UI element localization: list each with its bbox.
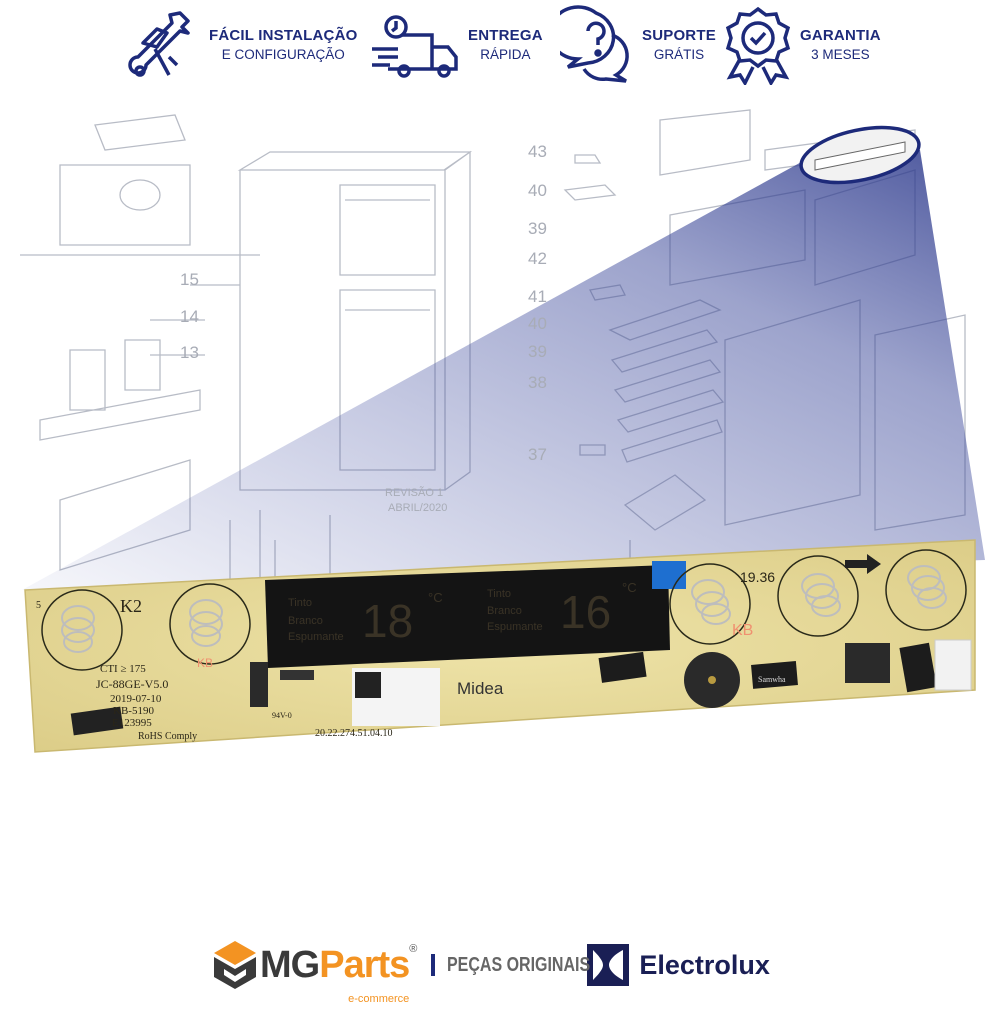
- mgparts-hexagon-icon: [214, 941, 256, 989]
- display-unit: °C: [622, 580, 637, 595]
- header-pins: [280, 670, 314, 680]
- tagline: PEÇAS ORIGINAIS: [447, 953, 591, 976]
- buzzer-center: [708, 676, 716, 684]
- badge-line1: ENTREGA: [468, 27, 543, 44]
- diagram-date: ABRIL/2020: [388, 502, 447, 514]
- electrolux-logo: Electrolux: [587, 944, 770, 986]
- part-number: 14: [180, 307, 199, 326]
- display-label: Branco: [487, 605, 522, 617]
- mg-text: MG: [260, 944, 320, 986]
- arrow-mark: [845, 554, 881, 574]
- part-code: 20.22.274.51.04.10: [315, 728, 393, 739]
- badge-delivery: ENTREGA RÁPIDA: [368, 0, 543, 90]
- handwritten-mark: K2: [120, 596, 142, 616]
- badge-line2: E CONFIGURAÇÃO: [221, 47, 345, 62]
- product-illustration: 15 14 13 43 40 39 42 41 40 39 38 37 REVI…: [20, 109, 985, 753]
- part-number: 39: [528, 219, 547, 238]
- badge-support: SUPORTE GRÁTIS: [560, 0, 716, 90]
- midea-logo: Midea: [457, 679, 504, 698]
- display-label: Branco: [288, 615, 323, 627]
- board-mark-5: 5: [36, 600, 41, 611]
- silk-text: CTI ≥ 175: [100, 663, 146, 675]
- qr-code: [355, 672, 381, 698]
- part-number: 41: [528, 287, 547, 306]
- registered-mark: ®: [409, 943, 418, 955]
- part-number: 15: [180, 270, 199, 289]
- display-label: Tinto: [288, 597, 312, 609]
- badge-line1: GARANTIA: [800, 27, 881, 44]
- touch-buttons: [41, 549, 967, 671]
- feature-badges: FÁCIL INSTALAÇÃO E CONFIGURAÇÃO ENTREGA RÁ…: [120, 0, 881, 90]
- silk-text: KB-5190: [113, 705, 154, 717]
- zoom-beam: [22, 150, 985, 590]
- silk-text: RoHS Comply: [138, 731, 197, 742]
- part-number: 40: [528, 181, 547, 200]
- part-number: 43: [528, 142, 547, 161]
- question-chat-icon: [560, 5, 629, 83]
- capacitor: [751, 661, 798, 689]
- capacitor: [899, 642, 937, 693]
- badge-line1: FÁCIL INSTALAÇÃO: [209, 27, 358, 44]
- spring-contacts: [61, 565, 947, 653]
- capacitor: [70, 706, 124, 736]
- kb-mark: KB: [197, 656, 213, 670]
- delivery-truck-icon: [372, 15, 458, 78]
- part-number: 39: [528, 342, 547, 361]
- diagram-revision: REVISÃO 1: [385, 486, 443, 499]
- footer-brands: MGParts e-commerce ® PEÇAS ORIGINAIS Elec…: [210, 935, 800, 1005]
- capacitor: [598, 651, 647, 683]
- badge-warranty: GARANTIA 3 MESES: [720, 0, 881, 90]
- display-unit: °C: [428, 590, 443, 605]
- display-label: Espumante: [487, 621, 543, 633]
- wrench-hand-icon: [128, 11, 190, 77]
- badge-line2: 3 MESES: [811, 47, 870, 62]
- silk-text: 2019-07-10: [110, 693, 162, 705]
- badge-line2: RÁPIDA: [480, 47, 531, 62]
- display-label: Tinto: [487, 588, 511, 600]
- regulator: [845, 643, 890, 683]
- connector: [934, 639, 972, 691]
- electrolux-emblem-icon: [587, 944, 630, 986]
- mgparts-logo: MGParts e-commerce ®: [210, 939, 418, 1005]
- divider: [431, 954, 436, 976]
- part-number: 37: [528, 445, 547, 464]
- silk-text: JC-88GE-V5.0: [96, 677, 168, 691]
- badge-installation: FÁCIL INSTALAÇÃO E CONFIGURAÇÃO: [125, 0, 357, 90]
- ribbon-tab: [652, 561, 686, 589]
- electrolux-name: Electrolux: [639, 949, 770, 980]
- pcb-board: Tinto Branco Espumante Tinto Branco Espu…: [24, 539, 976, 753]
- parts-text: Parts: [319, 944, 410, 986]
- highlighted-board-thumbnail: [814, 141, 906, 171]
- component: [250, 662, 268, 707]
- silk-text: E123995: [112, 717, 152, 729]
- part-number: 40: [528, 314, 547, 333]
- badge-line1: SUPORTE: [642, 27, 716, 44]
- warranty-seal-icon: [725, 6, 791, 85]
- diagram-part-numbers: 15 14 13 43 40 39 42 41 40 39 38 37 REVI…: [180, 142, 547, 514]
- badge-line2: GRÁTIS: [653, 47, 705, 62]
- capacitor-brand: Samwha: [758, 675, 786, 684]
- board-code: 19.36: [740, 569, 775, 585]
- lcd-display: [265, 565, 670, 668]
- display-label: Espumante: [288, 631, 344, 643]
- part-number: 42: [528, 249, 547, 268]
- part-number: 38: [528, 373, 547, 392]
- kb-mark: KB: [732, 622, 753, 639]
- ecommerce-text: e-commerce: [348, 993, 410, 1005]
- display-right-temp: 16: [560, 586, 611, 638]
- ul-rating: 94V-0: [272, 711, 292, 720]
- display-left-temp: 18: [362, 595, 413, 647]
- part-number: 13: [180, 343, 199, 362]
